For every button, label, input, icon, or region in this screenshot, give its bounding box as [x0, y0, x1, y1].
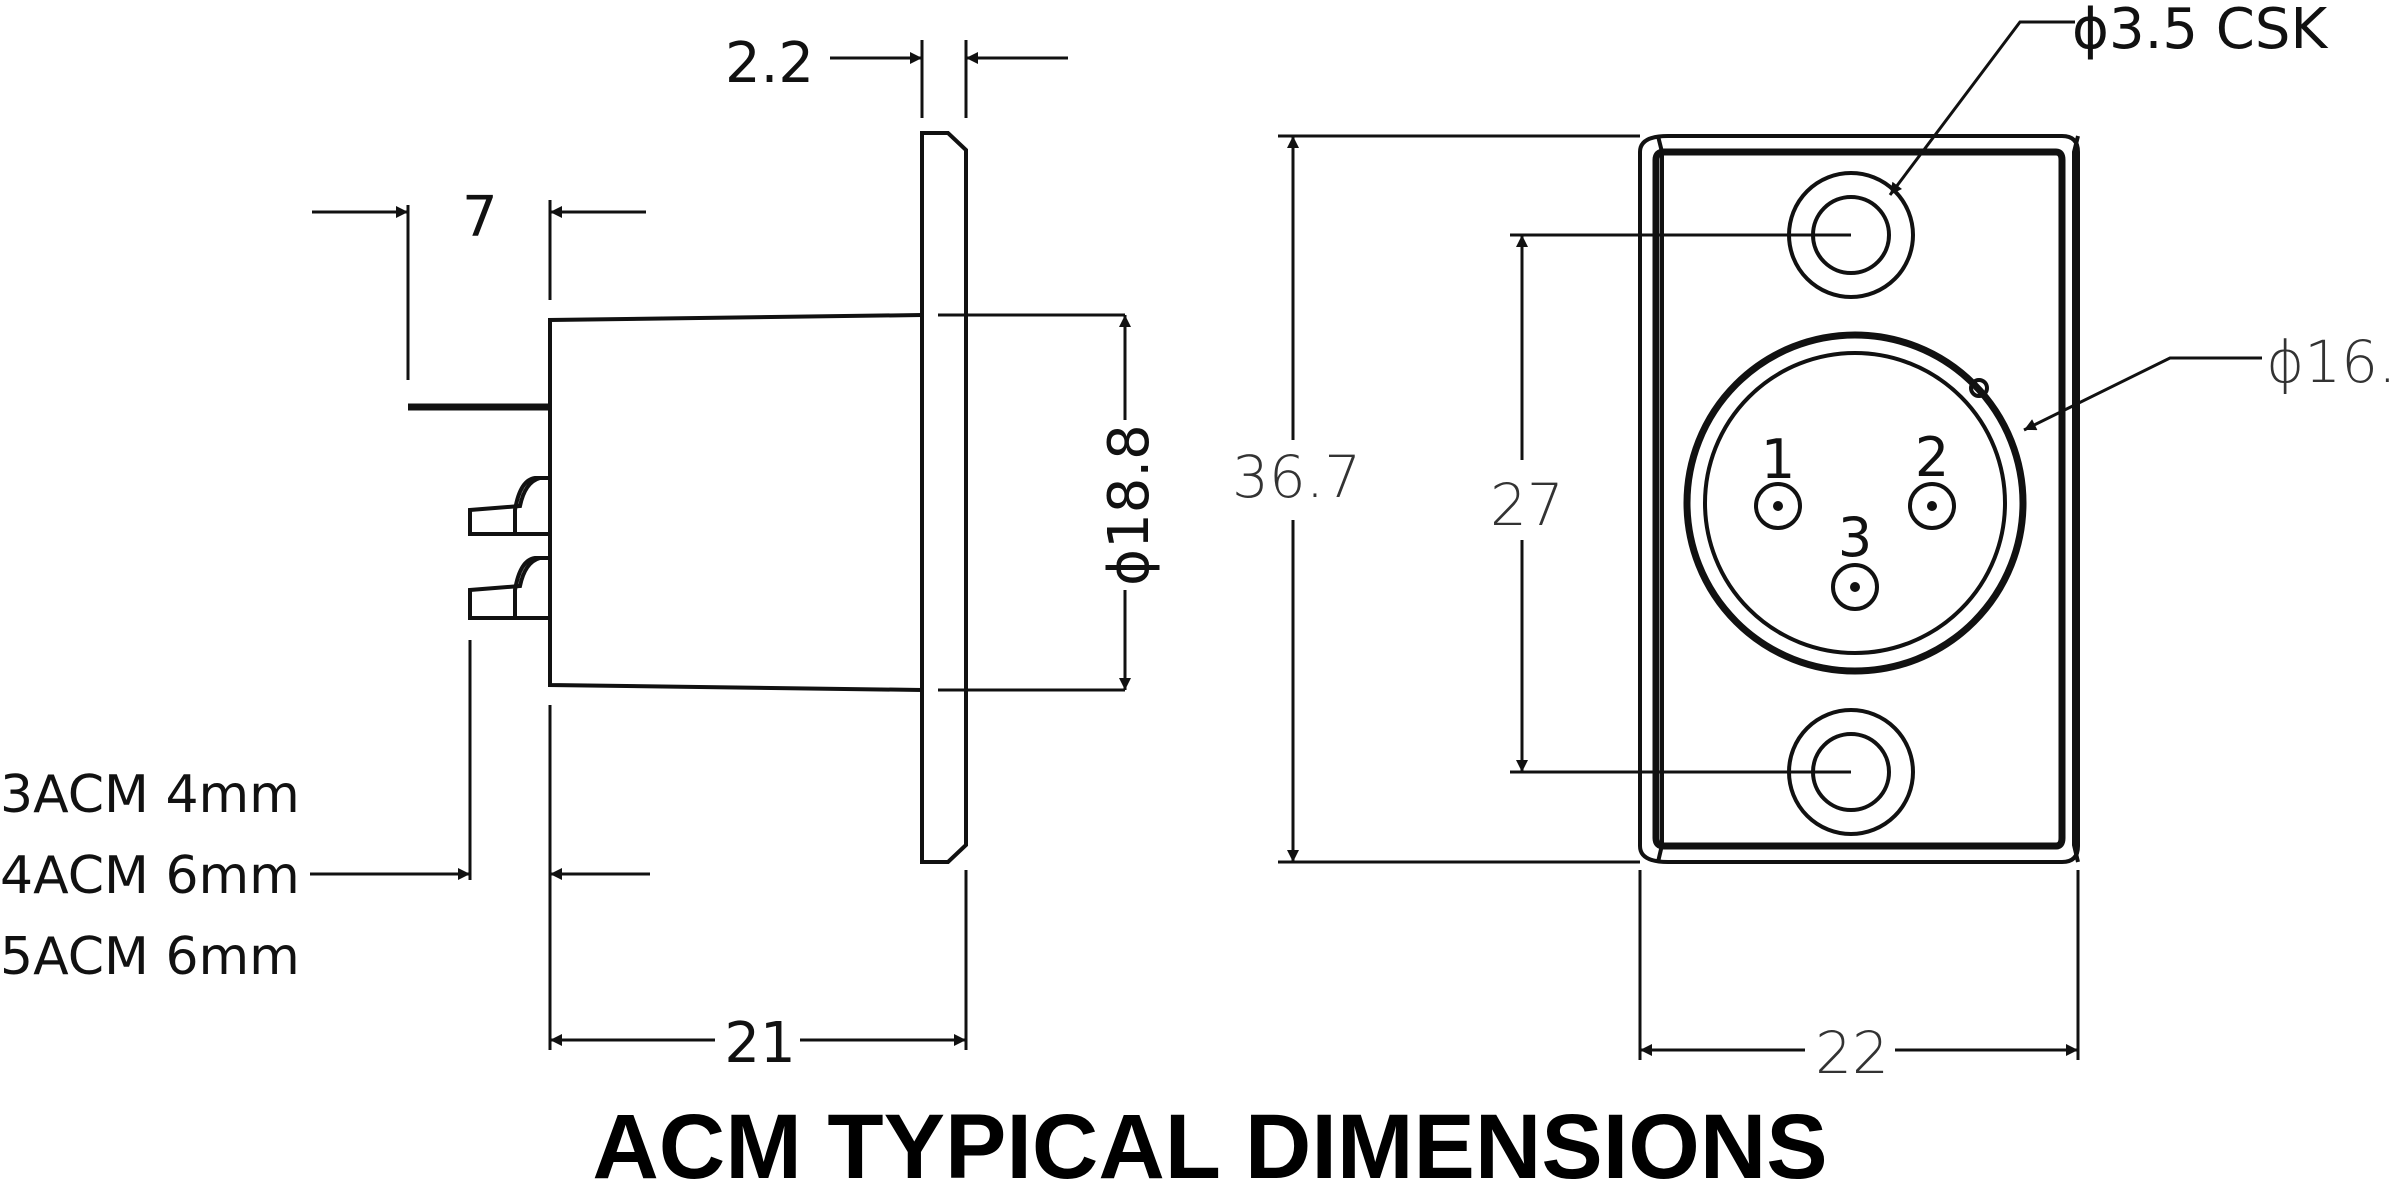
extension-lines-front	[1278, 134, 2080, 1060]
leader-hole-diameter	[1888, 20, 2075, 196]
pin-label-2: 2	[1915, 426, 1949, 489]
side-view: 2.2 7 ϕ18.8 21 3ACM 4mm 4ACM 6mm 5ACM 6m…	[0, 31, 1162, 1076]
dim-hole-diameter: ϕ3.5 CSK	[2072, 0, 2328, 62]
insert-outer-ring	[1683, 331, 2027, 675]
dim-flange-thickness: 2.2	[725, 31, 814, 96]
dim-panel-height: 36.7	[1232, 443, 1361, 511]
flange-plate	[920, 131, 968, 864]
pin-2-dot	[1927, 501, 1937, 511]
dim-hole-spacing: 27	[1490, 471, 1564, 539]
tail-length-5acm: 5ACM 6mm	[0, 927, 300, 987]
pin-label-1: 1	[1761, 428, 1795, 491]
tail-length-3acm: 3ACM 4mm	[0, 765, 300, 825]
pin-3-outer	[1831, 563, 1879, 611]
pin-2-outer	[1908, 482, 1956, 530]
front-view: 1 2 3 36.7 27 22 ϕ3.5 CSK ϕ16.1	[1232, 0, 2400, 1087]
connector-body	[548, 313, 923, 692]
panel-inner	[1652, 148, 2066, 850]
pin-1-dot	[1773, 501, 1783, 511]
pin-label-3: 3	[1838, 506, 1872, 569]
leader-insert-diameter	[2023, 356, 2262, 432]
pin-1-outer	[1754, 482, 1802, 530]
dim-panel-width: 22	[1815, 1019, 1889, 1087]
dim-insert-diameter: ϕ16.1	[2266, 328, 2400, 396]
panel-outer	[1638, 134, 2080, 864]
solder-tail-upper	[468, 476, 550, 536]
drawing-title: ACM TYPICAL DIMENSIONS	[592, 1096, 1827, 1184]
tail-length-4acm: 4ACM 6mm	[0, 846, 300, 906]
insert-inner-ring	[1703, 351, 2007, 655]
dim-body-length: 21	[724, 1011, 795, 1076]
extension-lines-side	[406, 40, 1125, 1050]
dim-body-diameter: ϕ18.8	[1097, 424, 1162, 586]
panel-outline	[1656, 135, 2080, 863]
pin-3-dot	[1850, 582, 1860, 592]
solder-tail-lower	[468, 556, 550, 620]
solder-tail-base	[470, 532, 550, 620]
dim-pin-offset: 7	[462, 185, 498, 250]
latch-notch	[1969, 378, 1989, 398]
